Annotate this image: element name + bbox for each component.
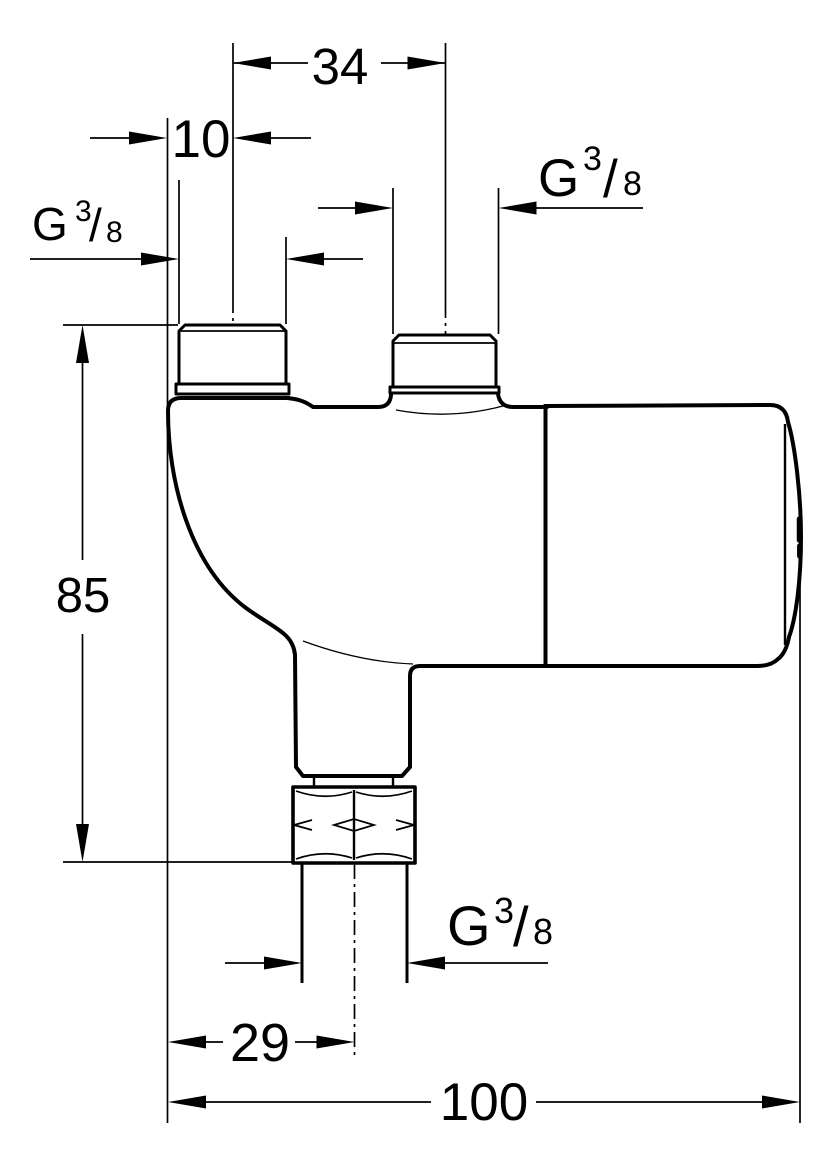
thread-slash: /: [89, 199, 102, 251]
fillet-arc-outlet-stem: [302, 640, 414, 665]
body-top-dip-edge: [285, 393, 393, 409]
arrowhead-left: [168, 1035, 206, 1049]
thread-label-right-port: G 3 / 8: [318, 140, 643, 215]
right-inlet-port: [391, 333, 498, 387]
thread-denominator: 8: [106, 216, 123, 249]
hex-nut: [291, 785, 417, 865]
thread-numerator: 3: [75, 195, 92, 228]
dimension-value: 34: [312, 38, 369, 95]
thread-numerator: 3: [494, 890, 514, 931]
dimension-height: 85: [56, 325, 111, 862]
thread-denominator: 8: [623, 165, 642, 203]
dimension-port-spacing: 34: [233, 38, 446, 95]
dimension-value: 85: [56, 569, 111, 623]
arrowhead-left: [233, 56, 271, 70]
thread-slash: /: [603, 150, 618, 209]
hex-nut-facet-marks: [293, 818, 415, 832]
arrowhead-left: [355, 201, 393, 215]
body-step-edge: [496, 392, 549, 409]
hex-nut-chamfer-arcs: [295, 790, 413, 860]
left-inlet-flange: [174, 382, 291, 396]
dimension-outlet-offset: 29: [168, 1013, 355, 1073]
thread-prefix: G: [32, 198, 68, 250]
arrowhead-right: [407, 956, 445, 970]
thread-denominator: 8: [533, 911, 553, 952]
extension-lines: [63, 43, 801, 1123]
fillet-arc-under-right-port: [395, 405, 504, 415]
thread-slash: /: [513, 895, 529, 958]
handle-outline: [543, 403, 803, 668]
left-inlet-port: [177, 323, 288, 384]
arrowhead-left: [168, 1095, 206, 1109]
dimension-wall-offset: 10: [90, 110, 311, 169]
arrowhead-right: [762, 1095, 800, 1109]
arrowhead-right: [498, 201, 537, 215]
arrowhead-right: [233, 131, 271, 145]
arrowhead-left: [129, 131, 167, 145]
right-inlet-flange: [388, 385, 501, 395]
valve-outline: [166, 323, 803, 983]
thread-label-bottom-outlet: G 3 / 8: [225, 890, 553, 970]
dimension-value: 10: [172, 110, 231, 169]
arrowhead-right: [286, 252, 324, 266]
dimension-value: 29: [230, 1013, 290, 1073]
arrowhead-right: [407, 56, 446, 70]
body-outline: [166, 396, 547, 778]
dimension-value: 100: [440, 1073, 528, 1132]
arrowhead-left: [264, 956, 302, 970]
thread-label-left-port: G 3 / 8: [30, 195, 363, 266]
arrowhead-left: [141, 252, 179, 266]
arrowhead-bottom: [76, 824, 89, 862]
thread-prefix: G: [538, 149, 579, 208]
dimension-depth: 100: [168, 1073, 800, 1132]
thread-numerator: 3: [583, 140, 602, 178]
outlet-neck: [312, 776, 395, 787]
thread-prefix: G: [447, 894, 491, 957]
arrowhead-top: [76, 325, 89, 363]
arrowhead-right: [316, 1035, 355, 1049]
